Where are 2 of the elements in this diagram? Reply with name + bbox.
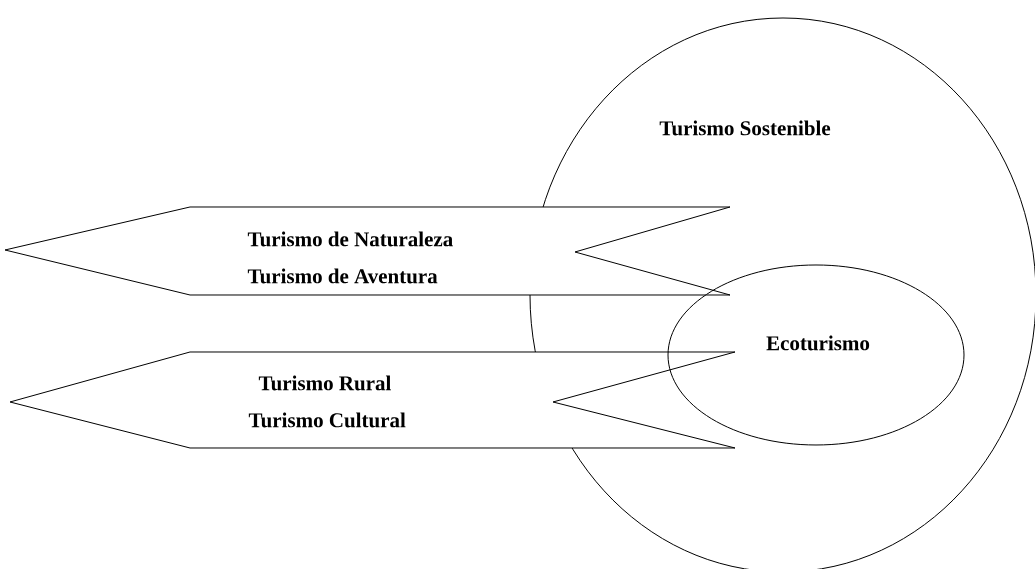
arrow-band: Turismo de Naturaleza Turismo de Aventura	[4, 206, 731, 296]
arrow-band: Turismo Rural Turismo Cultural	[9, 351, 736, 449]
